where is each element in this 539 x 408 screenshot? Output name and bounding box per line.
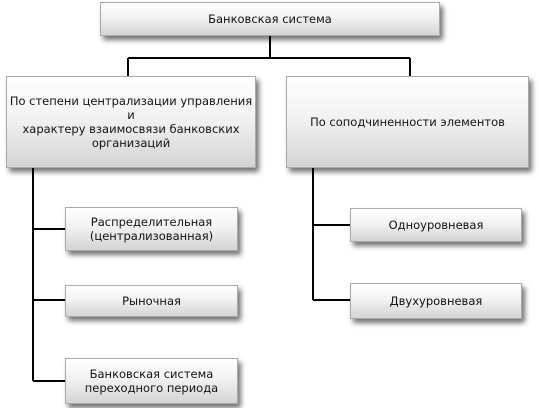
child-transitional-text: Банковская система переходного периода (85, 367, 218, 395)
child-two-level-label: Двухуровневая (389, 294, 483, 308)
connector-left-branch-children (32, 168, 65, 382)
branch-centralization-line-2: характеру взаимосвязи банковских (22, 122, 240, 136)
branch-centralization-line-3: организаций (91, 136, 171, 150)
root-node-banking-system: Банковская система (100, 2, 440, 36)
branch-node-subordination: По соподчиненности элементов (286, 76, 529, 168)
root-node-label: Банковская система (208, 12, 332, 26)
connector-root-to-branches (127, 36, 411, 76)
child-transitional-line-1: Банковская система (89, 367, 214, 381)
child-node-transitional: Банковская система переходного периода (65, 358, 238, 404)
child-node-single-level: Одноуровневая (350, 208, 522, 242)
child-transitional-line-2: переходного периода (84, 381, 219, 395)
connector-right-branch-children (312, 168, 350, 301)
child-node-market: Рыночная (65, 285, 238, 317)
child-market-label: Рыночная (122, 294, 181, 308)
branch-centralization-line-1: По степени централизации управления и (9, 94, 253, 122)
child-node-distributive: Распределительная (централизованная) (65, 207, 238, 251)
child-distributive-line-1: Распределительная (90, 215, 213, 229)
child-node-two-level: Двухуровневая (350, 283, 522, 319)
child-distributive-line-2: (централизованная) (89, 229, 214, 243)
branch-node-centralization: По степени централизации управления и ха… (6, 76, 256, 168)
child-distributive-text: Распределительная (централизованная) (90, 215, 213, 243)
branch-node-centralization-text: По степени централизации управления и ха… (7, 94, 255, 150)
child-single-level-label: Одноуровневая (388, 218, 484, 232)
branch-subordination-label: По соподчиненности элементов (310, 115, 505, 129)
